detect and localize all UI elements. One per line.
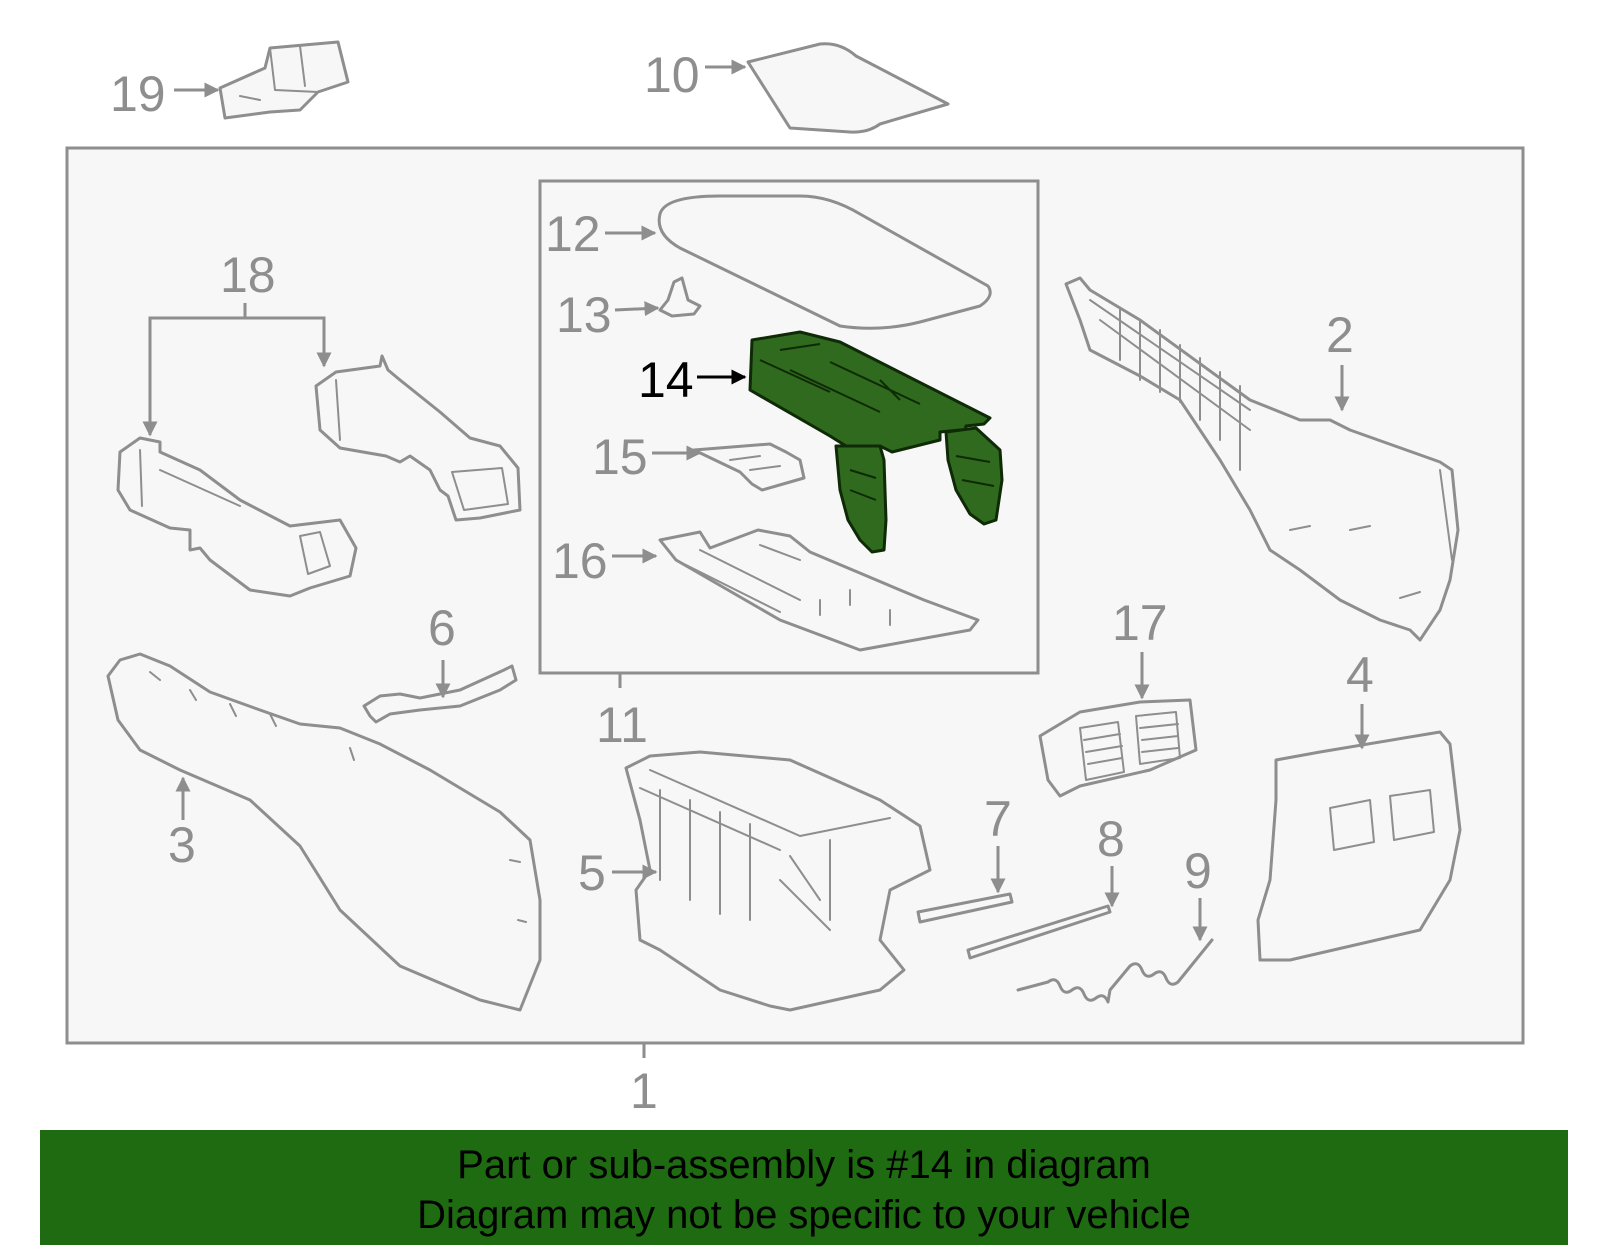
part-19-bracket <box>218 40 350 120</box>
part-8-rod <box>966 904 1112 960</box>
callout-18: 18 <box>220 247 276 303</box>
callout-4: 4 <box>1346 647 1374 703</box>
part-9-spring <box>1016 938 1214 1004</box>
callout-3: 3 <box>168 817 196 873</box>
part-4-rear-panel <box>1256 730 1462 962</box>
callout-12: 12 <box>545 206 601 262</box>
callout-10: 10 <box>644 47 700 103</box>
part-7-pin <box>916 892 1014 924</box>
banner-line-2: Diagram may not be specific to your vehi… <box>417 1193 1191 1237</box>
part-13-clip <box>658 276 702 318</box>
callout-9: 9 <box>1184 843 1212 899</box>
part-17-vent <box>1038 698 1198 798</box>
info-banner: Part or sub-assembly is #14 in diagram D… <box>40 1130 1568 1245</box>
part-3-side-panel <box>106 652 542 1012</box>
callout-numbers: 19 10 12 13 14 15 16 18 2 6 11 17 4 3 5 … <box>110 47 1374 1119</box>
callout-17: 17 <box>1112 595 1168 651</box>
callout-1: 1 <box>630 1063 658 1119</box>
callout-16: 16 <box>552 533 608 589</box>
part-2-side-panel <box>1064 276 1460 642</box>
callout-2: 2 <box>1326 307 1354 363</box>
part-10-pad <box>746 42 950 134</box>
callout-8: 8 <box>1097 811 1125 867</box>
callout-13: 13 <box>556 287 612 343</box>
part-12-lid <box>657 194 992 330</box>
part-5-console-box <box>624 750 932 1012</box>
part-16-tray <box>658 528 980 652</box>
part-15-plate <box>692 442 806 492</box>
banner-line-1: Part or sub-assembly is #14 in diagram <box>457 1143 1151 1187</box>
callout-6: 6 <box>428 600 456 656</box>
callout-15: 15 <box>592 429 648 485</box>
part-18-ducts <box>116 354 522 598</box>
part-14-highlighted <box>748 330 1004 554</box>
callout-14: 14 <box>638 352 694 408</box>
callout-5: 5 <box>578 845 606 901</box>
leader-lines <box>142 59 1370 942</box>
callout-19: 19 <box>110 66 166 122</box>
callout-7: 7 <box>984 791 1012 847</box>
callout-11: 11 <box>596 697 648 753</box>
